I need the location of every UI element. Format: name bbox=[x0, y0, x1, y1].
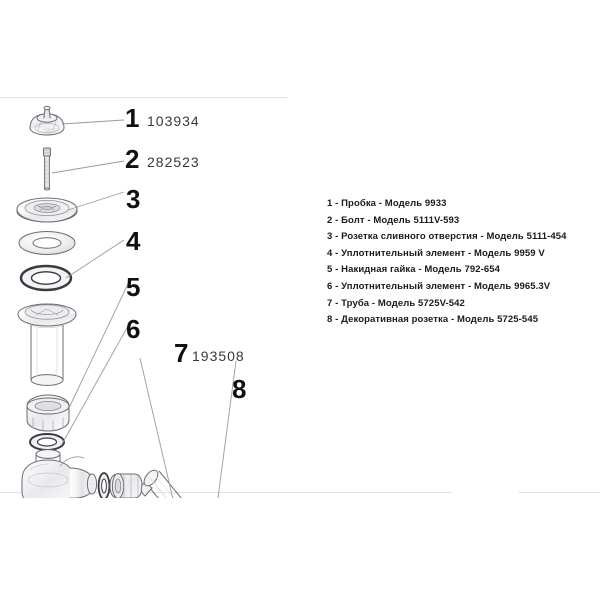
part-stopper-plug bbox=[29, 105, 65, 136]
part-number-1: 103934 bbox=[147, 113, 200, 129]
legend-item-4: 4 - Уплотнительный элемент - Модель 9959… bbox=[327, 247, 545, 259]
part-tailpiece-tube bbox=[17, 303, 77, 386]
part-coupling-nut bbox=[26, 394, 70, 432]
callout-1: 1 bbox=[125, 103, 140, 133]
legend-item-1: 1 - Пробка - Модель 9933 bbox=[327, 198, 447, 209]
part-drain-flange bbox=[16, 197, 78, 223]
legend-item-6: 6 - Уплотнительный элемент - Модель 9965… bbox=[327, 280, 551, 292]
leader-lines bbox=[51, 119, 237, 498]
part-outlet-washer bbox=[97, 472, 111, 498]
legend-item-8: 8 - Декоративная розетка - Модель 5725-5… bbox=[327, 314, 539, 326]
top-divider-rule bbox=[0, 97, 287, 98]
part-washer-small bbox=[29, 433, 65, 451]
parts-legend: 1 - Пробка - Модель 9933 2 - Болт - Моде… bbox=[327, 196, 589, 329]
exploded-assembly-drawing bbox=[16, 105, 237, 498]
bottom-divider-rule bbox=[0, 492, 452, 493]
part-outlet-pipe bbox=[140, 469, 182, 498]
legend-item-5: 5 - Накидная гайка - Модель 792-654 bbox=[327, 264, 501, 276]
legend-item-2: 2 - Болт - Модель 5111V-593 bbox=[327, 214, 460, 226]
callout-5: 5 bbox=[126, 272, 141, 302]
part-trap-body bbox=[21, 449, 98, 498]
callout-2: 2 bbox=[125, 144, 140, 174]
part-flat-ring bbox=[18, 231, 76, 255]
part-sealing-gasket bbox=[19, 264, 73, 292]
callout-8: 8 bbox=[232, 374, 247, 404]
legend-item-7: 7 - Труба - Модель 5725V-542 bbox=[327, 297, 465, 309]
callout-4: 4 bbox=[126, 226, 141, 256]
legend-item-3: 3 - Розетка сливного отверстия - Модель … bbox=[327, 231, 567, 243]
part-bolt bbox=[43, 147, 51, 191]
callout-3: 3 bbox=[126, 184, 141, 214]
part-number-2: 282523 bbox=[147, 154, 200, 170]
callout-7: 7 bbox=[174, 338, 189, 368]
bottom-right-divider-rule bbox=[518, 492, 600, 493]
part-number-7: 193508 bbox=[192, 348, 245, 364]
part-outlet-nut bbox=[109, 473, 143, 498]
callout-6: 6 bbox=[126, 314, 141, 344]
